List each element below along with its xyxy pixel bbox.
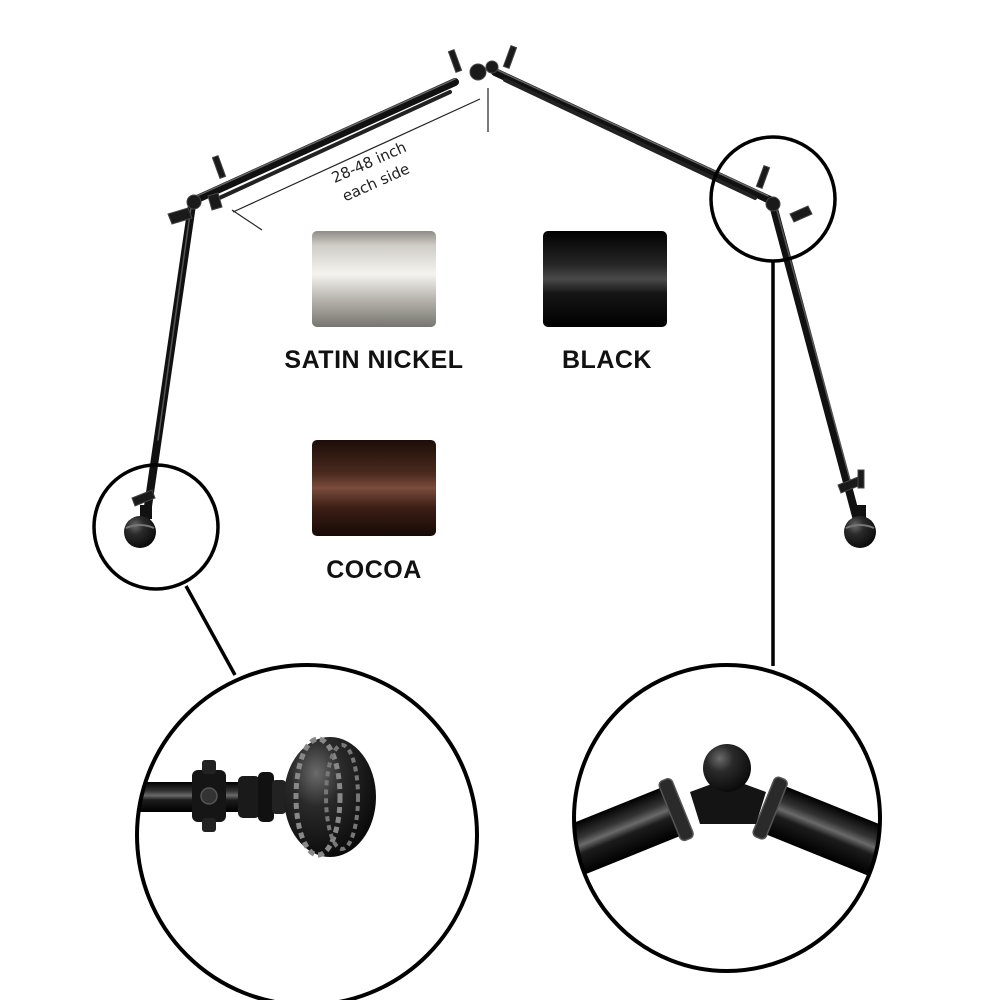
swatch-cocoa: COCOA	[312, 440, 436, 584]
corner-connector-detail-icon	[572, 663, 882, 973]
swatch-black: BLACK	[543, 231, 667, 374]
swatch-label-satin-nickel: SATIN NICKEL	[284, 346, 463, 374]
swatch-satin-nickel: SATIN NICKEL	[284, 231, 463, 374]
curtain-rod	[142, 68, 861, 524]
left-finial	[124, 505, 156, 548]
callout-markers	[92, 135, 837, 676]
dimension-indicator: 28-48 inch each side	[231, 88, 489, 231]
swatch-label-black: BLACK	[562, 346, 652, 374]
right-finial	[844, 505, 876, 548]
finial-detail-icon	[135, 663, 479, 1000]
swatch-label-cocoa: COCOA	[326, 556, 422, 584]
brackets	[131, 44, 865, 507]
